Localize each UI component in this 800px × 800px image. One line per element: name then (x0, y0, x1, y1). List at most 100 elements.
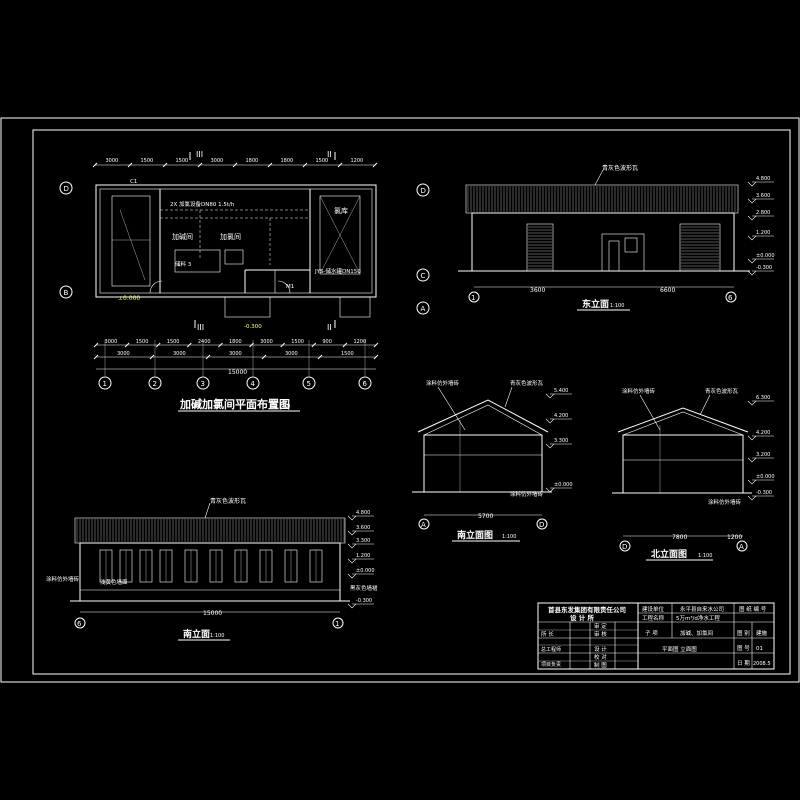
level-mark (747, 270, 757, 276)
ns-axis-right: A (739, 543, 744, 551)
plan-outer-wall (95, 184, 377, 298)
axis-bubble (416, 301, 430, 315)
north-section-note-left: 涂料仿外墙砖 (622, 387, 656, 395)
tb-right-value-2: 01 (756, 646, 763, 652)
inner-frame (32, 129, 791, 675)
axis-bubble (302, 376, 316, 390)
tb-right-value-3: 2008.5 (753, 661, 771, 667)
tb-proj-value: 永平县自来水公司 (680, 605, 724, 613)
north-section-dim: 7800 (672, 534, 687, 541)
tb-eng-value: 5万m³/d净水工程 (676, 614, 720, 622)
axis-bubble (59, 181, 73, 195)
dim-tick (93, 342, 99, 348)
level-label: 4.200 (756, 430, 770, 436)
axis-bubble (246, 376, 260, 390)
dim-bottom-2-label: 3000 (173, 351, 186, 357)
dim-tick (186, 342, 192, 348)
level-mark (347, 573, 357, 579)
tb-company: 首县东发集团有限责任公司 (548, 605, 626, 614)
dim-tick (197, 162, 203, 168)
dim-tick (124, 342, 130, 348)
section-mark-top-right: II (327, 150, 332, 159)
dim-bottom-1-label: 1800 (229, 339, 242, 345)
level-mark (545, 443, 555, 449)
dim-bottom-2-label: 1500 (341, 351, 354, 357)
axis-bubble (416, 268, 430, 282)
east-axis-left: 1 (471, 294, 475, 302)
level-label: 4.800 (356, 510, 370, 516)
tb-eng-label: 工程名称 (642, 614, 665, 622)
dim-tick (93, 354, 99, 360)
level-mark (747, 435, 757, 441)
section-mark-bottom-left: III (197, 323, 204, 332)
dim-tick (311, 342, 317, 348)
dim-bottom-1-label: 1500 (291, 339, 304, 345)
room-label-mid: 加氯间 (220, 232, 241, 241)
tb-sub-value: 加碱、加氯间 (680, 629, 713, 637)
axis-bubble (196, 376, 210, 390)
east-elevation: 青灰色波形瓦 4.8003.6002.8001.200±0.000-0.300 … (458, 164, 775, 311)
level-label: 1.200 (756, 230, 770, 236)
axis-bubble (59, 285, 73, 299)
axis-label: D (64, 185, 69, 193)
south-section: 涂料仿外墙砖 青灰色波形瓦 涂料仿外墙砖 5.4004.2003.300±0.0… (412, 379, 573, 542)
level-label: -0.300 (356, 598, 372, 604)
level-mark (747, 215, 757, 221)
dim-tick (267, 162, 273, 168)
tb-right-label-2: 图 号 (737, 644, 750, 652)
axis-label: 5 (307, 380, 311, 388)
level-label: 2.800 (756, 210, 770, 216)
plan-note-3: 储料 3 (175, 260, 192, 268)
dim-tick (337, 162, 343, 168)
level-label: ±0.000 (554, 482, 573, 488)
axis-label: 4 (251, 380, 256, 388)
door-tag: M1 (286, 284, 294, 290)
tb-role-3: 设 计 (594, 645, 607, 653)
tb-role-5: 制 图 (594, 661, 607, 669)
section-mark-bottom-right: II (327, 323, 332, 332)
tb-drawing-label: 平面图 立面图 (662, 645, 697, 653)
south-elev-note-3: 黑灰色墙裙 (350, 584, 378, 592)
ns-axis-left: D (622, 543, 627, 551)
east-roof-note: 青灰色波形瓦 (602, 164, 638, 172)
axis-label: A (421, 305, 426, 313)
title-block: 首县东发集团有限责任公司 设 计 所 建设单位 永平县自来水公司 工程名称 5万… (537, 602, 775, 670)
level-mark (545, 487, 555, 493)
level-label: 3.300 (554, 438, 568, 444)
level-label: 4.200 (554, 413, 568, 419)
north-section: 涂料仿外墙砖 青灰色波形瓦 涂料仿外墙砖 6.3004.2003.200±0.0… (612, 387, 775, 561)
north-section-scale: 1:100 (698, 553, 712, 559)
tb-row-1: 所 长 (541, 630, 554, 638)
south-section-dim: 5700 (478, 513, 493, 520)
dim-top-label: 1200 (351, 158, 364, 164)
dim-bottom-2-label: 3000 (229, 351, 242, 357)
tb-role-4: 校 对 (594, 653, 607, 661)
dim-tick (372, 162, 378, 168)
level-mark (747, 181, 757, 187)
level-mark (545, 418, 555, 424)
level-mark (747, 258, 757, 264)
plan-elev-label-1: ±0.000 (118, 295, 140, 302)
section-mark-top-left: III (196, 150, 203, 159)
room-label-left: 加碱间 (172, 232, 193, 241)
level-mark (747, 235, 757, 241)
dim-top-label: 1800 (246, 158, 259, 164)
axis-label: 1 (103, 380, 107, 388)
ss-axis-left: A (421, 521, 426, 529)
dim-tick (280, 342, 286, 348)
south-elevation: 青灰色波形瓦 涂料仿外墙砖 浅黄色墙面 黑灰色墙裙 4.8003.6003.30… (46, 497, 378, 641)
level-mark (545, 393, 555, 399)
tb-sub-label: 子 项 (645, 630, 658, 637)
dim-tick (155, 342, 161, 348)
north-section-dim-2: 1200 (727, 534, 742, 541)
axis-label: D (421, 187, 426, 195)
se-axis-right: 1 (335, 620, 339, 628)
level-mark (747, 479, 757, 485)
east-dim-2: 6600 (660, 287, 675, 294)
level-mark (347, 515, 357, 521)
level-label: 5.400 (554, 388, 568, 394)
floor-plan-scale: 1:100 (273, 403, 290, 410)
level-mark (747, 400, 757, 406)
